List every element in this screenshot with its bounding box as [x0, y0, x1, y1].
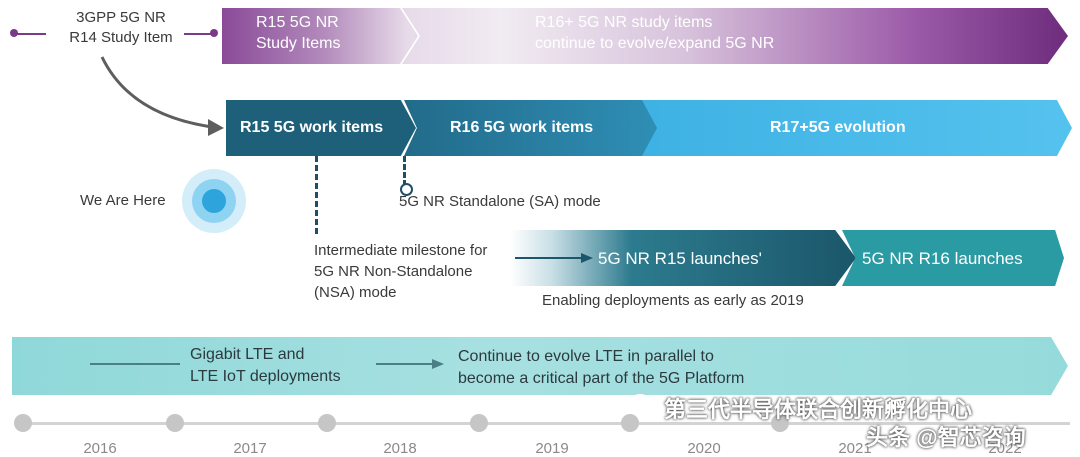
- r14-study-line2: R14 Study Item: [69, 29, 173, 46]
- early-deployment-note: Enabling deployments as early as 2019: [542, 292, 804, 309]
- we-are-here-marker: [202, 189, 226, 213]
- timeline-dot: [318, 414, 336, 432]
- timeline-dot: [166, 414, 184, 432]
- timeline-year: 2016: [83, 440, 117, 457]
- timeline-year: 2022: [988, 440, 1022, 457]
- watermark-line1: 第三代半导体联合创新孵化中心: [664, 397, 973, 422]
- nsa-note-line2: 5G NR Non-Standalone: [314, 263, 473, 280]
- launch-arrow-icon: [515, 253, 593, 263]
- r17-evolution-band: [642, 100, 1072, 156]
- r16-work-items-label: R16 5G work items: [450, 119, 594, 136]
- r17-evolution-label: R17+5G evolution: [770, 119, 906, 136]
- nsa-milestone-connector: [315, 156, 318, 234]
- r16-study-line1: R16+ 5G NR study items: [535, 14, 713, 31]
- study-line-left: [16, 33, 46, 35]
- timeline-year: 2019: [535, 440, 569, 457]
- timeline-year: 2017: [233, 440, 267, 457]
- timeline-axis: [20, 422, 1070, 425]
- timeline-dot: [621, 414, 639, 432]
- lte-left-line: [90, 363, 180, 365]
- lte-right-line1: Continue to evolve LTE in parallel to: [458, 348, 714, 365]
- r15-launch-label: 5G NR R15 launches': [598, 249, 762, 268]
- r16-launch-label: 5G NR R16 launches: [862, 249, 1023, 268]
- lte-deployments-text: Gigabit LTE and LTE IoT deployments: [190, 344, 341, 388]
- lte-right-line2: become a critical part of the 5G Platfor…: [458, 370, 745, 387]
- r14-study-line1: 3GPP 5G NR: [76, 9, 166, 26]
- timeline-dot: [14, 414, 32, 432]
- study-items-band: [222, 8, 1068, 64]
- r15-study-items: R15 5G NR Study Items: [256, 12, 340, 54]
- timeline-dot: [470, 414, 488, 432]
- r15-work-items-band: [226, 100, 416, 156]
- r16-work-items-band: [404, 100, 662, 156]
- wechat-logo-icon: [628, 392, 658, 418]
- lte-evolve-text: Continue to evolve LTE in parallel to be…: [458, 346, 744, 390]
- sa-milestone-connector: [403, 156, 406, 186]
- lte-left-line1: Gigabit LTE and: [190, 346, 305, 363]
- timeline-dot: [771, 414, 789, 432]
- lte-left-line2: LTE IoT deployments: [190, 368, 341, 385]
- timeline-year: 2018: [383, 440, 417, 457]
- study-to-work-arrow: [100, 56, 224, 136]
- sa-milestone-dot: [400, 183, 413, 196]
- r15-study-line2: Study Items: [256, 35, 341, 52]
- we-are-here-label: We Are Here: [80, 192, 166, 209]
- study-line-right: [184, 33, 214, 35]
- study-line-end-dot: [210, 29, 218, 37]
- study-line-start-dot: [10, 29, 18, 37]
- r16-study-line2: continue to evolve/expand 5G NR: [535, 35, 775, 52]
- r15-work-items-label: R15 5G work items: [240, 119, 384, 136]
- nsa-note-line3: (NSA) mode: [314, 284, 397, 301]
- nsa-note-line1: Intermediate milestone for: [314, 242, 488, 259]
- r16-study-items: R16+ 5G NR study items continue to evolv…: [535, 12, 774, 54]
- r14-study-item: 3GPP 5G NR R14 Study Item: [36, 8, 206, 48]
- lte-arrow-icon: [376, 359, 444, 369]
- nsa-mode-note: Intermediate milestone for 5G NR Non-Sta…: [314, 240, 487, 303]
- lte-band: [12, 337, 1068, 395]
- timeline-year: 2021: [838, 440, 872, 457]
- r16-launch-band: [842, 230, 1064, 286]
- timeline-year: 2020: [687, 440, 721, 457]
- r15-study-line1: R15 5G NR: [256, 14, 339, 31]
- watermark-line2: 头条 @智芯咨询: [866, 425, 1026, 450]
- sa-mode-note: 5G NR Standalone (SA) mode: [399, 193, 601, 210]
